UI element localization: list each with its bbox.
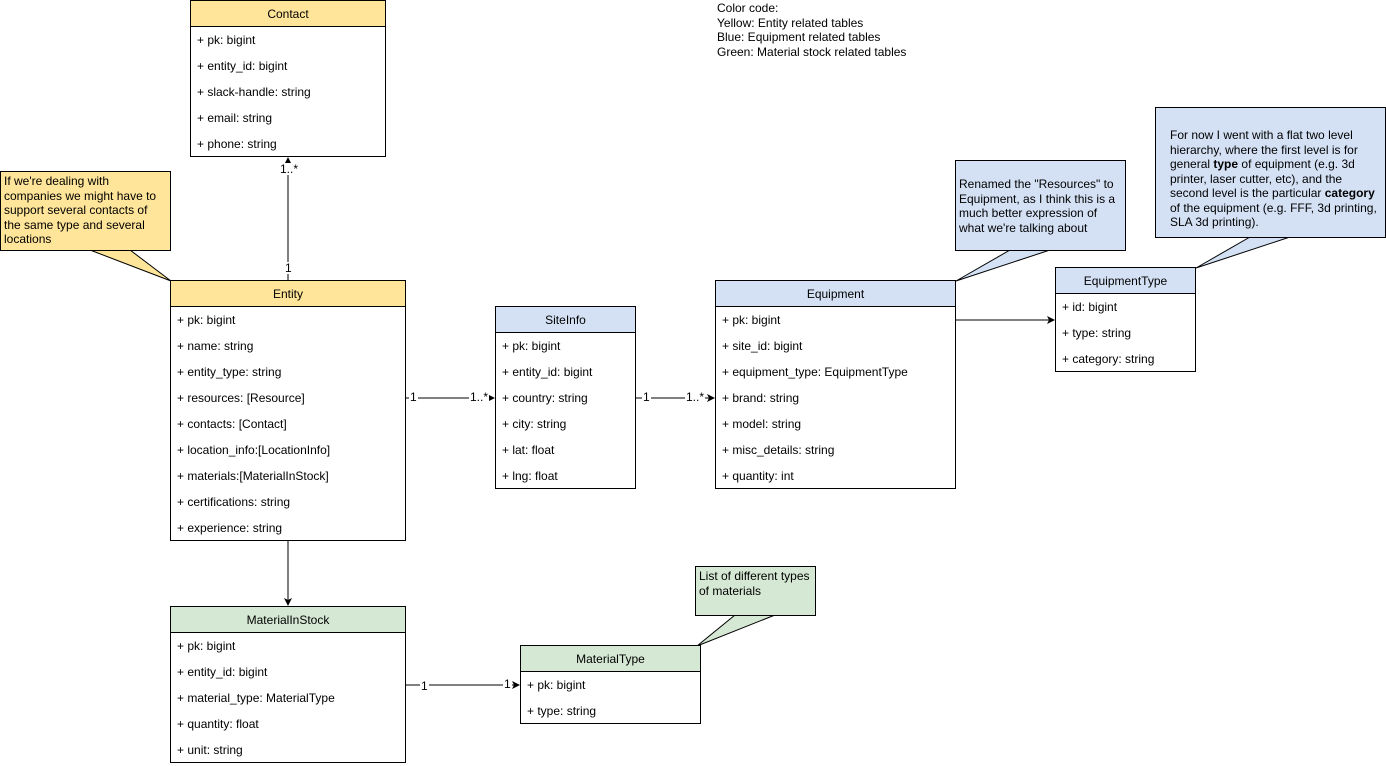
class-attribute: + city: string — [502, 417, 567, 431]
class-attribute: + pk: bigint — [502, 339, 561, 353]
legend-title: Color code: — [717, 1, 779, 15]
class-attribute: + country: string — [502, 391, 588, 405]
legend-green: Green: Material stock related tables — [717, 44, 907, 59]
class-attribute: + materials:[MaterialInStock] — [177, 469, 329, 483]
equipmenttype-note-bold-category: category — [1324, 186, 1375, 200]
color-legend: Color code: Yellow: Entity related table… — [717, 1, 906, 59]
class-attribute: + type: string — [1062, 326, 1132, 340]
class-attribute: + lng: float — [502, 469, 558, 483]
class-name: SiteInfo — [496, 307, 635, 333]
class-attribute: + pk: bigint — [197, 33, 256, 47]
class-attribute: + location_info:[LocationInfo] — [177, 443, 331, 457]
class-attribute: + quantity: int — [722, 469, 794, 483]
class-attribute: + entity_type: string — [177, 365, 282, 379]
class-attribute: + pk: bigint — [722, 313, 781, 327]
class-attribute: + entity_id: bigint — [502, 365, 593, 379]
legend-yellow: Yellow: Entity related tables — [717, 15, 864, 30]
class-attribute: + certifications: string — [177, 495, 291, 509]
equipment-note: Renamed the "Resources" to Equipment, as… — [955, 160, 1126, 251]
multiplicity-contact-one: 1 — [284, 261, 293, 275]
equipmenttype-note-part2: of equipment (e.g. 3d printer, laser cut… — [1170, 157, 1355, 200]
class-attribute: + unit: string — [177, 743, 243, 757]
class-attribute: + model: string — [722, 417, 802, 431]
class-attribute: + experience: string — [177, 521, 283, 535]
class-attribute: + pk: bigint — [527, 678, 586, 692]
equipmenttype-note-callout — [1195, 236, 1291, 269]
legend-blue: Blue: Equipment related tables — [717, 30, 881, 44]
class-attribute: + equipment_type: EquipmentType — [722, 365, 908, 379]
class-attribute: + phone: string — [197, 137, 277, 151]
class-attribute: + name: string — [177, 339, 254, 353]
class-attribute: + type: string — [527, 704, 597, 718]
class-attribute: + quantity: float — [177, 717, 259, 731]
class-attribute: + pk: bigint — [177, 313, 236, 327]
multiplicity-contact-many: 1..* — [279, 162, 300, 176]
materialtype-note-callout — [696, 614, 776, 647]
class-attribute: + id: bigint — [1062, 300, 1118, 314]
class-name: MaterialInStock — [171, 607, 405, 633]
equipmenttype-note-part1: For now I went with a flat two level hie… — [1170, 128, 1358, 171]
materialinstock-class[interactable]: MaterialInStock + pk: bigint + entity_id:… — [170, 606, 406, 763]
multiplicity-site-equip-one: 1 — [642, 390, 651, 404]
equipmenttype-note-part3: of the equipment (e.g. FFF, 3d printing,… — [1170, 200, 1377, 230]
class-attribute: + entity_id: bigint — [177, 665, 268, 679]
class-attribute: + brand: string — [722, 391, 800, 405]
multiplicity-entity-site-many: 1..* — [469, 390, 490, 404]
equipment-class[interactable]: Equipment + pk: bigint + site_id: bigint +… — [715, 280, 956, 489]
multiplicity-site-equip-many: 1..* — [685, 390, 706, 404]
class-attribute: + category: string — [1062, 352, 1155, 366]
class-name: EquipmentType — [1056, 268, 1195, 294]
class-attribute: + slack-handle: string — [197, 85, 311, 99]
equipmenttype-class[interactable]: EquipmentType + id: bigint + type: string… — [1055, 267, 1196, 372]
class-name: Entity — [171, 281, 405, 307]
class-attribute: + contacts: [Contact] — [177, 417, 287, 431]
materialtype-class[interactable]: MaterialType + pk: bigint + type: string — [520, 645, 701, 724]
class-attribute: + site_id: bigint — [722, 339, 803, 353]
class-name: Equipment — [716, 281, 955, 307]
equipmenttype-note: For now I went with a flat two level hie… — [1155, 107, 1386, 238]
multiplicity-stock-type-one-b: 1 — [503, 677, 512, 691]
class-name: Contact — [191, 1, 385, 27]
entity-note: If we're dealing with companies we might… — [0, 171, 171, 251]
equipment-note-callout — [955, 249, 1051, 282]
multiplicity-entity-site-one: 1 — [409, 390, 418, 404]
multiplicity-stock-type-one: 1 — [420, 679, 429, 693]
materialtype-note: List of different types of materials — [695, 566, 816, 616]
equipmenttype-note-bold-type: type — [1213, 157, 1239, 171]
class-name: MaterialType — [521, 646, 700, 672]
contact-class[interactable]: Contact + pk: bigint + entity_id: bigint +… — [190, 0, 386, 157]
class-attribute: + resources: [Resource] — [177, 391, 305, 405]
class-attribute: + email: string — [197, 111, 273, 125]
class-attribute: + pk: bigint — [177, 639, 236, 653]
class-attribute: + entity_id: bigint — [197, 59, 288, 73]
class-attribute: + lat: float — [502, 443, 555, 457]
entity-note-callout — [89, 249, 172, 282]
class-attribute: + material_type: MaterialType — [177, 691, 335, 705]
class-attribute: + misc_details: string — [722, 443, 835, 457]
entity-class[interactable]: Entity + pk: bigint + name: string + entit… — [170, 280, 406, 541]
siteinfo-class[interactable]: SiteInfo + pk: bigint + entity_id: bigint… — [495, 306, 636, 489]
